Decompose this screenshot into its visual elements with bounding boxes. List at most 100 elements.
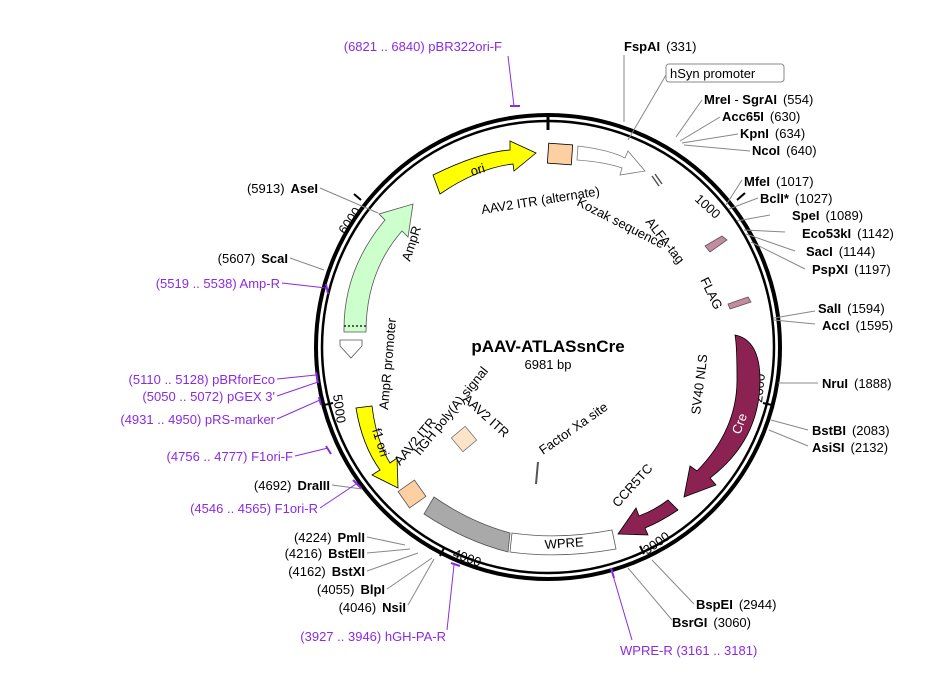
factor-xa-mark — [535, 461, 539, 485]
nrui-site: NruI(1888) — [822, 376, 892, 391]
tick-mark-6000 — [353, 193, 362, 201]
ncoi-leader — [683, 144, 751, 152]
blpi-leader — [386, 557, 433, 590]
eco53ki-site: Eco53kI(1142) — [802, 226, 894, 241]
kpni-leader — [681, 133, 739, 144]
sv40-nls-label: SV40 NLS — [688, 353, 710, 415]
aav2-itr-inner-box — [450, 425, 478, 453]
pspxi-leader — [750, 241, 806, 270]
prsmarker-mark — [318, 396, 322, 406]
spei-site: SpeI(1089) — [792, 208, 863, 223]
mrei-leader — [675, 99, 703, 138]
tick-mark-2000 — [762, 402, 773, 406]
ccr5tc-label: CCR5TC — [609, 461, 655, 510]
pspxi-site: PspXI(1197) — [812, 262, 891, 277]
nsii-site: (4046)NsiI — [339, 600, 406, 615]
prsmarker-primer: (4931 .. 4950) pRS-marker — [120, 412, 275, 427]
blpi-site: (4055)BlpI — [317, 582, 385, 597]
eco53ki-leader — [743, 229, 786, 233]
ampr-primer-leader — [281, 282, 327, 289]
f1orir-leader — [319, 483, 357, 509]
f1-ori-arrow — [355, 405, 399, 489]
ampr-promoter-arrow — [339, 339, 363, 359]
wprer-leader — [611, 571, 633, 641]
asei-leader — [319, 187, 379, 214]
bsteii-leader — [366, 548, 411, 554]
draiii-leader — [331, 484, 363, 490]
hsyn-promoter-arrow — [576, 145, 646, 176]
saci-site: SacI(1144) — [806, 244, 875, 259]
draiii-site: (4692)DraIII — [254, 478, 330, 493]
bcli-leader — [728, 197, 759, 210]
f1orif-leader — [294, 447, 329, 457]
ori-arrow — [432, 140, 537, 195]
acci-leader — [773, 319, 816, 325]
f1ori-r-primer: (4546 .. 4565) F1ori-R — [190, 501, 318, 516]
ccr5tc-arrow — [617, 499, 679, 536]
tick-mark-5000 — [323, 402, 334, 406]
factor-xa-label: Factor Xa site — [536, 399, 610, 457]
hsyn-label: hSyn promoter — [670, 66, 756, 81]
wpre-r-primer: WPRE-R (3161 .. 3181) — [620, 643, 757, 658]
tick-mark-4000 — [439, 547, 445, 557]
asei-site: (5913)AseI — [247, 181, 318, 196]
bsrgi-site: BsrGI(3060) — [672, 615, 751, 630]
bsrgi-leader — [627, 567, 673, 621]
pmli-site: (4224)PmlI — [294, 530, 365, 545]
mfei-leader — [725, 179, 743, 206]
hsyn-label-box — [665, 63, 785, 83]
amp-r-primer: (5519 .. 5538) Amp-R — [156, 276, 280, 291]
flag-label: FLAG — [697, 275, 725, 312]
ampr-primer-mark — [325, 283, 329, 295]
pbrforeco-leader — [276, 374, 317, 380]
bstbi-site: BstBI(2083) — [812, 423, 890, 438]
f1orir-mark — [352, 479, 362, 489]
kozak-mark — [651, 175, 660, 187]
ampr-promoter-label: AmpR promoter — [376, 317, 399, 410]
fspai-site: FspAI(331) — [624, 39, 696, 54]
bstxi-site: (4162)BstXI — [288, 564, 365, 579]
spei-leader — [736, 214, 771, 222]
nsii-leader — [407, 558, 435, 606]
pgex3-primer: (5050 .. 5072) pGEX 3' — [142, 389, 275, 404]
prsmarker-leader — [276, 399, 321, 420]
alfa-tag-arrow — [704, 235, 728, 253]
acci-site: AccI(1595) — [822, 318, 893, 333]
bstbi-leader — [770, 419, 809, 431]
scai-leader — [289, 257, 325, 271]
sali-site: SalI(1594) — [818, 301, 885, 316]
asisi-site: AsiSI(2132) — [812, 440, 888, 455]
mfei-site: MfeI(1017) — [744, 174, 814, 189]
cre-label: Cre — [729, 411, 750, 436]
pbrforeco-primer: (5110 .. 5128) pBRforEco — [129, 372, 275, 387]
hsyn-leader — [627, 74, 667, 141]
plasmid-size: 6981 bp — [525, 357, 572, 372]
wpre-box — [509, 529, 617, 556]
wprer-mark — [610, 567, 615, 579]
f1orif-mark — [325, 445, 332, 455]
pbr322ori-leader — [507, 55, 515, 107]
hgh-pa-r-primer: (3927 .. 3946) hGH-PA-R — [300, 629, 446, 644]
pbrforeco-mark — [315, 371, 319, 384]
kozak-mark-2 — [654, 173, 663, 185]
acc65i-site: Acc65I(630) — [722, 109, 800, 124]
ampr-arrow — [343, 203, 414, 333]
pbr322ori-primer: (6821 .. 6840) pBR322ori-F — [344, 39, 502, 54]
flag-arrow — [727, 296, 752, 310]
bspei-site: BspEI(2944) — [696, 597, 776, 612]
tick-label-5000: 5000 — [330, 393, 349, 424]
scai-site: (5607)ScaI — [218, 251, 288, 266]
cre-arrow — [683, 334, 761, 498]
sali-leader — [773, 310, 816, 319]
f1ori-f-primer: (4756 .. 4777) F1ori-F — [167, 449, 294, 464]
aav2-itr-alt-box — [546, 142, 574, 166]
wpre-label: WPRE — [544, 534, 584, 552]
tick-mark-1000 — [736, 192, 746, 201]
hgh-polya-box — [423, 496, 511, 553]
hghpar-mark — [450, 562, 461, 567]
pmli-leader — [366, 536, 406, 546]
hghpar-leader — [446, 564, 455, 631]
bstxi-leader — [366, 552, 419, 572]
bsteii-site: (4216)BstEII — [285, 546, 365, 561]
